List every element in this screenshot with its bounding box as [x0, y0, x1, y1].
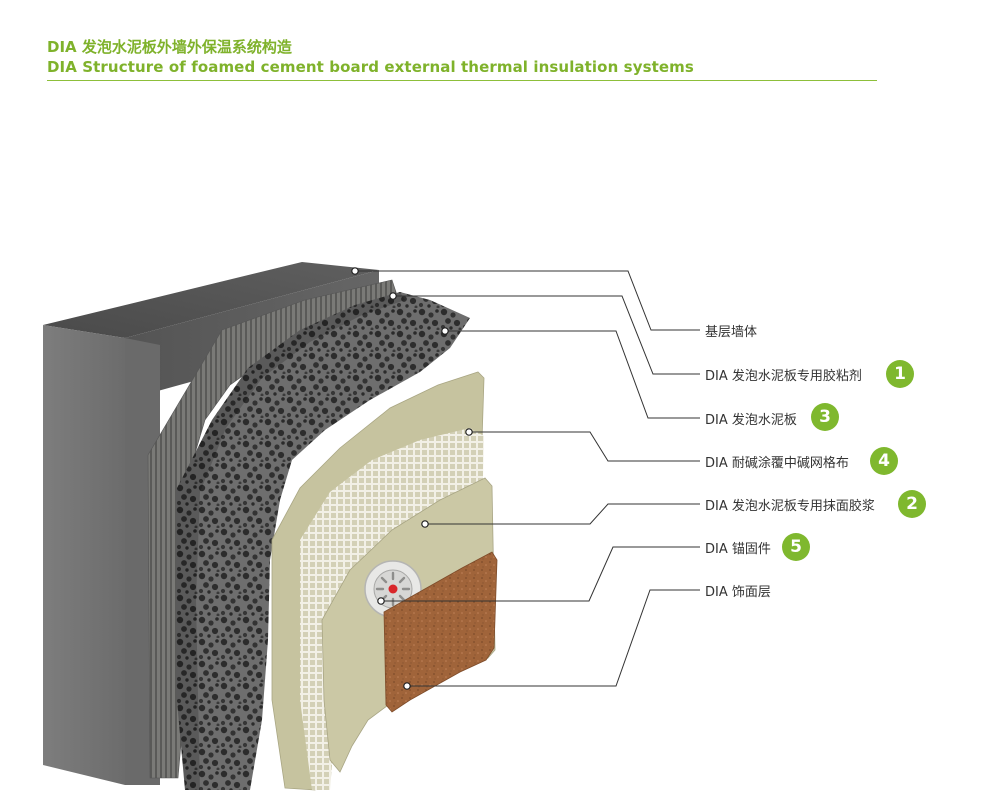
leader-line-6	[381, 546, 700, 602]
leader-line-7	[407, 589, 700, 687]
layer-label-finish: DIA 饰面层	[705, 585, 771, 600]
leader-line-1	[355, 270, 700, 331]
layer-label-adhesive: DIA 发泡水泥板专用胶粘剂	[705, 369, 862, 384]
badge-render-mortar: 2	[898, 490, 926, 518]
badge-foam-board: 3	[811, 403, 839, 431]
leader-dot-5	[421, 520, 429, 528]
base-wall-front-face	[43, 325, 125, 785]
leader-dot-2	[389, 292, 397, 300]
badge-anchor: 5	[782, 533, 810, 561]
foam-board-layer	[176, 292, 470, 790]
leader-dot-6	[377, 597, 385, 605]
title-english: DIA Structure of foamed cement board ext…	[47, 58, 694, 76]
leader-dot-3	[441, 327, 449, 335]
leader-dot-1	[351, 267, 359, 275]
layer-label-base-wall: 基层墙体	[705, 325, 758, 340]
badge-mesh: 4	[870, 447, 898, 475]
base-wall-top-face	[43, 262, 379, 338]
anchor-pin	[388, 584, 398, 594]
foam-board-edge-shade	[176, 292, 405, 790]
leader-line-4	[469, 431, 700, 462]
leader-dot-4	[465, 428, 473, 436]
leader-line-3	[445, 330, 700, 419]
layer-label-mesh: DIA 耐碱涂覆中碱网格布	[705, 456, 849, 471]
badge-adhesive: 1	[886, 360, 914, 388]
anchor-slots	[375, 571, 411, 607]
title-divider	[47, 80, 877, 81]
leader-line-2	[393, 295, 700, 375]
leader-dot-7	[403, 682, 411, 690]
layer-label-foam-board: DIA 发泡水泥板	[705, 413, 797, 428]
layer-label-render-mortar: DIA 发泡水泥板专用抹面胶浆	[705, 499, 875, 514]
layer-label-anchor: DIA 锚固件	[705, 542, 771, 557]
leader-line-5	[425, 503, 700, 525]
title-chinese: DIA 发泡水泥板外墙外保温系统构造	[47, 38, 292, 56]
finish-layer	[383, 551, 498, 713]
